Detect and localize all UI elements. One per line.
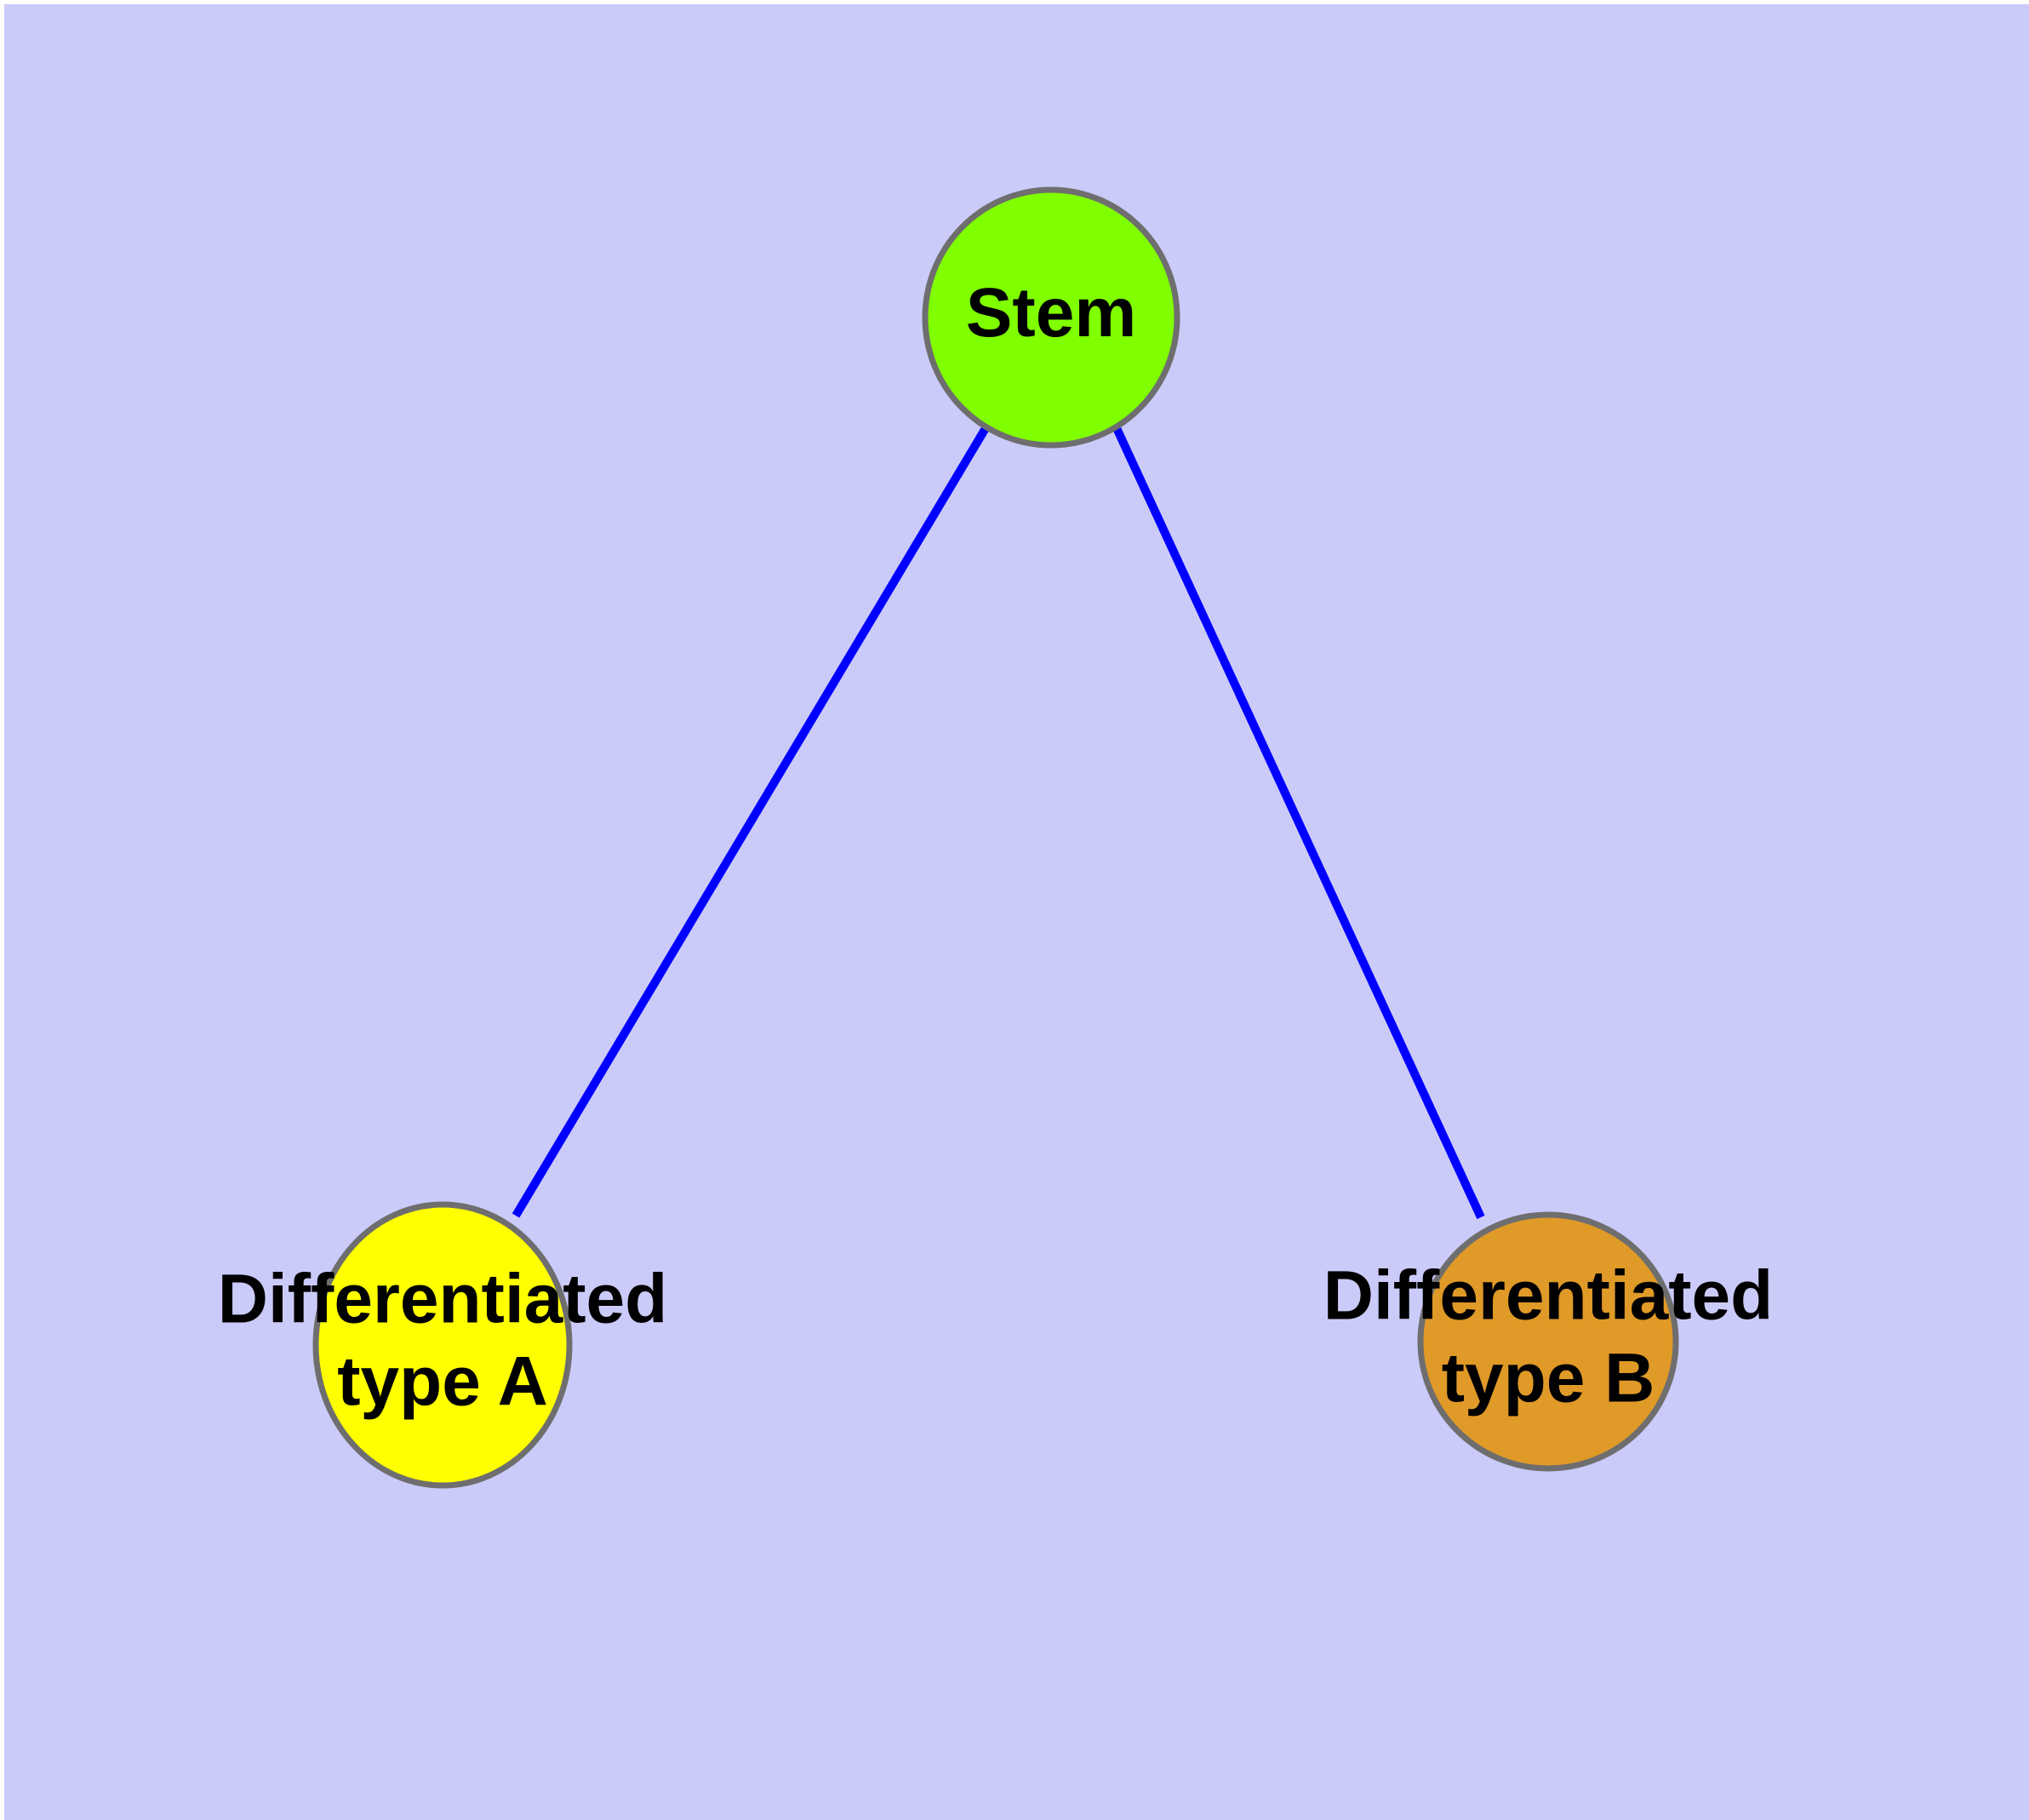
edges-group	[512, 426, 1485, 1220]
node-label-line: type A	[337, 1342, 548, 1420]
node-stem-shape[interactable]	[922, 186, 1180, 449]
node-differentiated-type-b-shape[interactable]	[1417, 1211, 1679, 1472]
nodes-group	[312, 186, 1679, 1489]
edge-stem-to-differentiated-type-b[interactable]	[1112, 426, 1485, 1220]
node-label-line: type B	[1442, 1339, 1655, 1417]
node-stem-label: Stem	[966, 274, 1137, 352]
edge-stem-to-differentiated-type-a[interactable]	[512, 426, 990, 1218]
node-label-line: Differentiated	[1323, 1256, 1774, 1334]
node-label-line: Differentiated	[218, 1260, 668, 1337]
node-differentiated-type-a-shape[interactable]	[312, 1201, 573, 1489]
node-label-line: Stem	[966, 274, 1137, 352]
